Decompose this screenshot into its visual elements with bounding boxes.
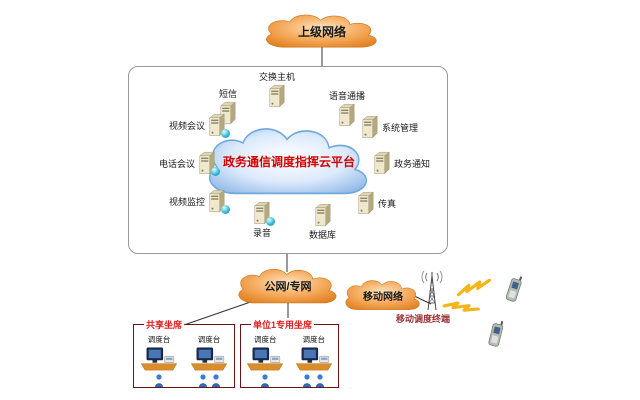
node-gov-notice: 政务通知 [373,151,430,175]
server-icon [198,151,221,176]
console-label: 调度台 [302,335,326,344]
person-icon [211,374,220,387]
public-network-label: 公网/专网 [264,281,312,293]
server-icon [338,103,356,127]
console-label: 调度台 [197,335,221,344]
globe-icon [221,129,231,138]
person-icon [303,374,312,387]
person-icon [155,374,163,387]
node-system-management: 系统管理 [361,115,418,139]
operators [302,374,325,388]
console-label: 调度台 [147,335,171,344]
server-icon [208,113,231,138]
node-label: 电话会议 [159,158,196,169]
platform-cloud-label: 政务通信调度指挥云平台 [222,154,355,169]
node-video-conference: 视频会议 [169,113,231,138]
server-icon [208,189,231,214]
seat-group-title: 共享坐席 [144,318,185,331]
seat-group-title: 单位1专用坐席 [251,318,315,331]
operators [260,374,270,388]
seat-group-shared: 共享坐席 调度台 调度台 [133,318,235,388]
node-voice-broadcast: 语音通播 [329,89,365,127]
dispatch-console: 调度台 [295,334,333,388]
node-label: 录音 [253,228,272,238]
node-label: 传真 [378,198,397,209]
operators [154,374,164,388]
node-database: 数据库 [309,203,336,241]
node-label: 视频会议 [169,120,206,131]
server-icon [253,201,275,226]
lightning-bolt-icon [455,278,492,297]
operators [198,374,221,388]
console-row: 调度台 调度台 [134,325,234,388]
node-phone-conference: 电话会议 [159,151,221,176]
platform-box: 政务通信调度指挥云平台 交换主机 短信 语音通播 视频会议 系统管理 电话会议 [128,66,448,254]
server-icon [314,203,332,227]
dispatch-console: 调度台 [140,334,178,388]
node-label: 视频监控 [169,196,206,207]
globe-icon [211,167,221,176]
server-icon [268,84,286,108]
platform-cloud: 政务通信调度指挥云平台 [189,119,389,203]
server-icon [373,151,391,175]
public-network-cloud: 公网/专网 [226,264,350,308]
mobile-network-label: 移动网络 [363,291,403,303]
node-switch-host: 交换主机 [259,70,295,108]
console-label: 调度台 [254,335,277,344]
person-icon [261,374,270,387]
person-icon [198,374,207,387]
node-fax: 传真 [357,191,396,215]
seat-group-unit1: 单位1专用坐席 调度台 调度台 [240,318,339,388]
mobile-network-cloud: 移动网络 [336,276,430,314]
globe-icon [221,205,231,214]
mobile-phone-icon [505,273,524,303]
superior-network-cloud: 上级网络 [252,10,392,52]
console-icon [190,347,228,371]
dispatch-console: 调度台 [246,334,284,388]
globe-icon [266,217,275,226]
person-icon [316,374,325,387]
node-sms: 短信 [219,87,237,125]
console-row: 调度台 调度台 [241,325,338,388]
node-label: 系统管理 [382,122,419,133]
node-label: 短信 [219,89,238,99]
node-recording: 录音 [253,201,275,239]
mobile-terminal-label: 移动调度终端 [396,314,451,324]
server-icon [361,115,379,139]
node-label: 数据库 [309,230,337,240]
node-label: 政务通知 [394,158,431,169]
console-icon [247,347,284,371]
node-label: 交换主机 [259,72,296,82]
server-icon [357,191,375,215]
console-icon [140,347,178,371]
node-label: 语音通播 [329,91,366,101]
superior-network-label: 上级网络 [297,24,346,39]
mobile-phone-icon [487,318,505,348]
console-icon [295,347,332,371]
node-video-surveillance: 视频监控 [169,189,231,214]
dispatch-console: 调度台 [190,334,228,388]
